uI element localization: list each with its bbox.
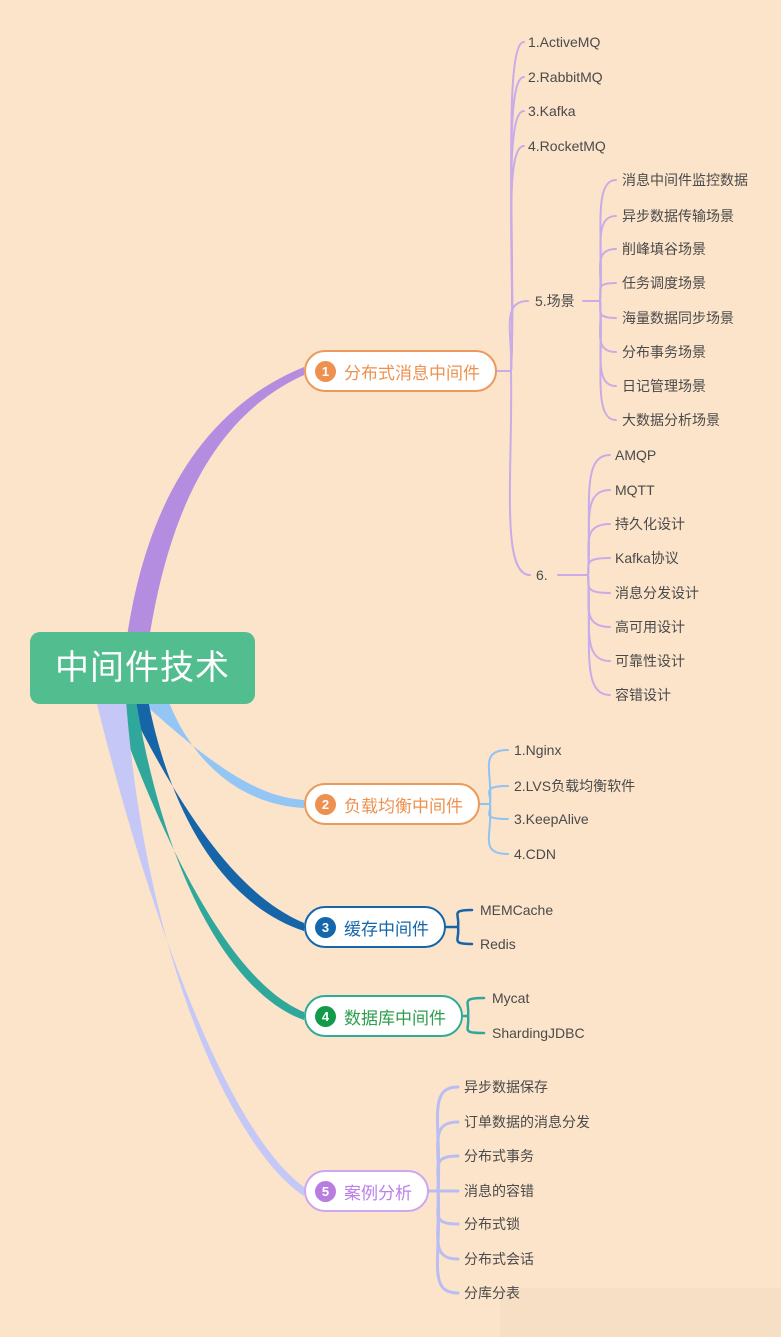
badge-1: 1 <box>315 360 336 382</box>
leaf-message-dispatch-design[interactable]: 消息分发设计 <box>615 585 699 601</box>
watermark-smudge <box>500 1288 781 1337</box>
badge-3: 3 <box>315 916 336 938</box>
branch-load-balancing-middleware[interactable]: 2 负载均衡中间件 <box>304 783 480 825</box>
branch-label: 案例分析 <box>344 1183 412 1203</box>
curve-branch5 <box>96 700 304 1196</box>
leaf-cdn[interactable]: 4.CDN <box>514 846 557 862</box>
curve-branch3 <box>126 700 304 931</box>
leaf-keepalive[interactable]: 3.KeepAlive <box>514 811 589 827</box>
leaf-monitoring-data[interactable]: 消息中间件监控数据 <box>622 172 748 188</box>
badge-2: 2 <box>315 793 336 815</box>
leaf-fault-tolerance-design[interactable]: 容错设计 <box>615 687 671 703</box>
leaf-mqtt[interactable]: MQTT <box>615 482 655 498</box>
branch-cache-middleware[interactable]: 3 缓存中间件 <box>304 906 446 948</box>
leaf-distributed-lock[interactable]: 分布式锁 <box>464 1216 520 1232</box>
subnode-scenarios[interactable]: 5.场景 <box>535 293 575 309</box>
leaf-reliability-design[interactable]: 可靠性设计 <box>615 653 685 669</box>
leaf-persistence-design[interactable]: 持久化设计 <box>615 516 685 532</box>
leaf-kafka-protocol[interactable]: Kafka协议 <box>615 550 679 566</box>
leaf-log-management-scenario[interactable]: 日记管理场景 <box>622 378 706 394</box>
leaf-amqp[interactable]: AMQP <box>615 447 657 463</box>
curve-branch1 <box>124 367 304 660</box>
leaf-high-availability-design[interactable]: 高可用设计 <box>615 619 685 635</box>
leaf-peak-shaving-scenario[interactable]: 削峰填谷场景 <box>622 241 706 257</box>
branch-distributed-message-middleware[interactable]: 1 分布式消息中间件 <box>304 350 497 392</box>
badge-4: 4 <box>315 1005 336 1027</box>
badge-5: 5 <box>315 1180 336 1202</box>
leaf-mycat[interactable]: Mycat <box>492 990 530 1006</box>
leaf-message-fault-tolerance[interactable]: 消息的容错 <box>464 1183 534 1199</box>
leaf-sharding[interactable]: 分库分表 <box>464 1285 520 1301</box>
leaf-rocketmq[interactable]: 4.RocketMQ <box>528 138 606 154</box>
leaf-activemq[interactable]: 1.ActiveMQ <box>528 34 601 50</box>
leaf-distributed-transaction[interactable]: 分布式事务 <box>464 1148 534 1164</box>
branch-label: 缓存中间件 <box>344 919 429 939</box>
leaf-nginx[interactable]: 1.Nginx <box>514 742 562 758</box>
curve-branch2 <box>140 700 304 808</box>
leaf-memcache[interactable]: MEMCache <box>480 902 554 918</box>
leaf-kafka[interactable]: 3.Kafka <box>528 103 576 119</box>
branch-label: 数据库中间件 <box>344 1008 446 1028</box>
leaf-mass-data-sync-scenario[interactable]: 海量数据同步场景 <box>622 310 734 326</box>
leaf-redis[interactable]: Redis <box>480 936 516 952</box>
leaf-shardingjdbc[interactable]: ShardingJDBC <box>492 1025 585 1041</box>
leaf-distributed-transaction-scenario[interactable]: 分布事务场景 <box>622 344 706 360</box>
leaf-async-data-save[interactable]: 异步数据保存 <box>464 1079 548 1095</box>
leaf-async-transfer-scenario[interactable]: 异步数据传输场景 <box>622 208 734 224</box>
branch-case-analysis[interactable]: 5 案例分析 <box>304 1170 429 1212</box>
branch-label: 负载均衡中间件 <box>344 796 463 816</box>
leaf-lvs[interactable]: 2.LVS负载均衡软件 <box>514 778 636 794</box>
leaf-distributed-session[interactable]: 分布式会话 <box>464 1251 534 1267</box>
leaf-big-data-analysis-scenario[interactable]: 大数据分析场景 <box>622 412 720 428</box>
leaf-task-scheduling-scenario[interactable]: 任务调度场景 <box>622 275 706 291</box>
leaf-rabbitmq[interactable]: 2.RabbitMQ <box>528 69 603 85</box>
root-topic[interactable]: 中间件技术 <box>30 632 255 704</box>
branch-database-middleware[interactable]: 4 数据库中间件 <box>304 995 463 1037</box>
subnode-six[interactable]: 6. <box>536 567 548 583</box>
leaf-order-message-dispatch[interactable]: 订单数据的消息分发 <box>464 1114 590 1130</box>
curve-branch4 <box>112 700 304 1020</box>
branch-label: 分布式消息中间件 <box>344 363 480 383</box>
